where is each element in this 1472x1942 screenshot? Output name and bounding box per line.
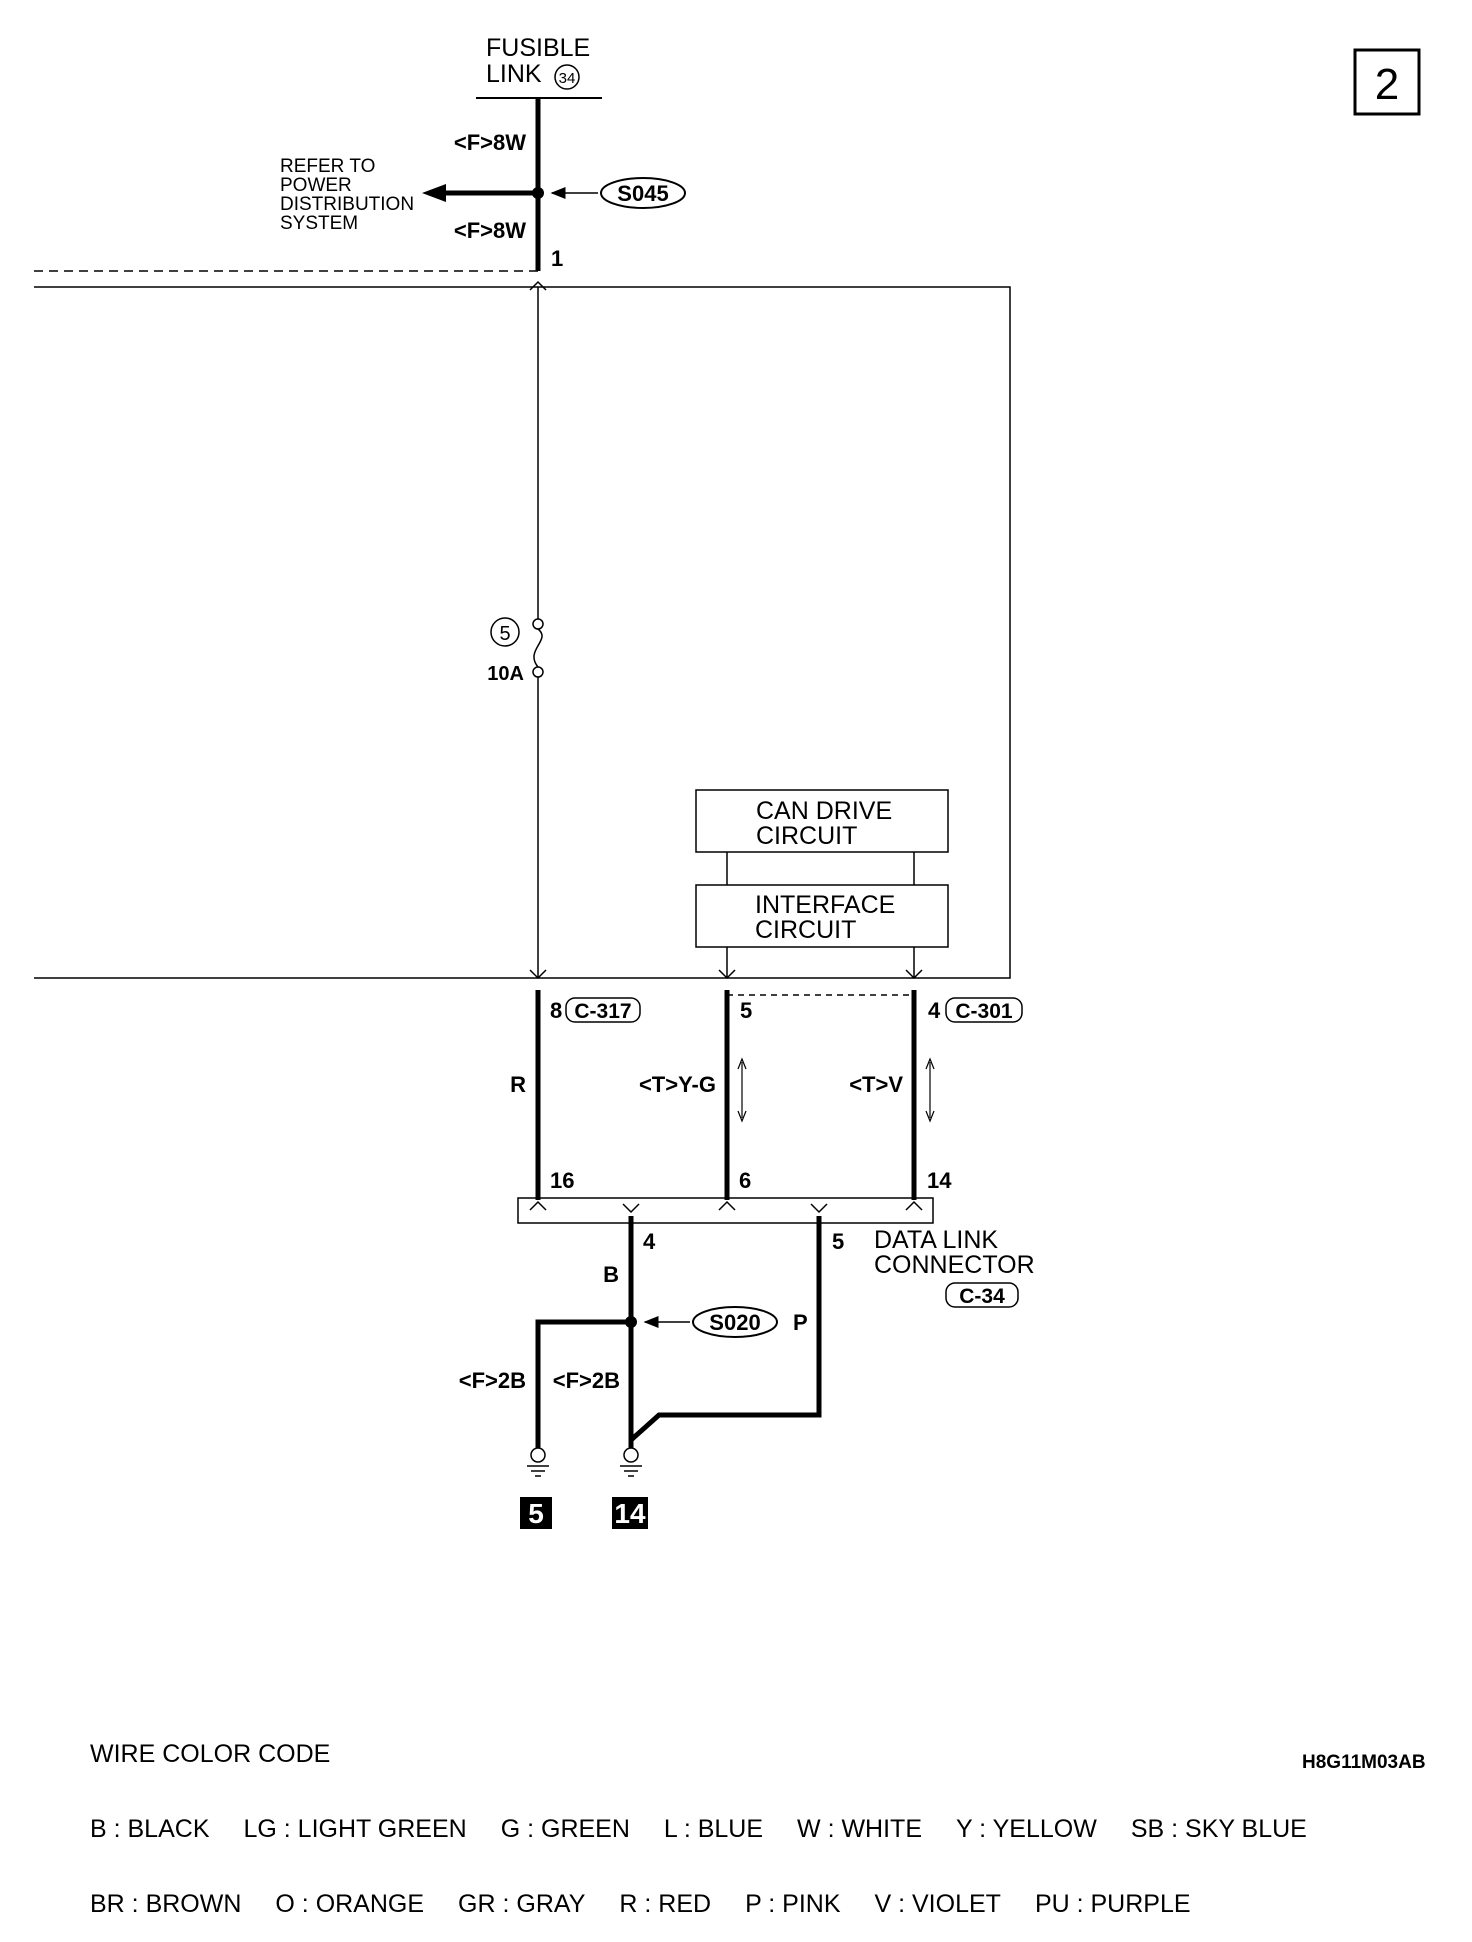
splice-tag-s020 (692, 1306, 778, 1338)
legend-item: LG : LIGHT GREEN (243, 1815, 467, 1843)
terminal-1: 1 (551, 246, 563, 271)
page-number: 2 (1375, 60, 1399, 109)
fuse-number-circle (490, 617, 520, 647)
fuse-terminal-top (532, 618, 544, 630)
legend-item: L : BLUE (663, 1815, 764, 1843)
bidirectional-arrow-v (925, 1057, 935, 1123)
legend-item: PU : PURPLE (1034, 1890, 1191, 1918)
wire-label-2b-right: <F>2B (553, 1368, 620, 1393)
legend-item: SB : SKY BLUE (1130, 1815, 1307, 1843)
pin-4-arrow (905, 969, 923, 980)
connector-tag-c34 (945, 1282, 1019, 1308)
terminal-6: 6 (739, 1168, 751, 1193)
branch-arrow-head (422, 184, 446, 202)
pin-5-arrow (718, 969, 736, 980)
wire-ground-left (535, 1319, 631, 1448)
ground-symbol-left (527, 1447, 549, 1477)
legend-row-2: BR : BROWN O : ORANGE GR : GRAY R : RED … (90, 1892, 1341, 1917)
ground-point-left: 5 (528, 1498, 544, 1529)
interface-circuit-box (695, 884, 949, 948)
fuse-rating: 10A (487, 663, 524, 685)
pin-8-arrow (529, 969, 547, 980)
fusible-link-label-2: LINK (486, 60, 542, 88)
wire-label-8w-upper: <F>8W (454, 130, 526, 155)
dlc-terminal-5: 5 (832, 1229, 844, 1254)
legend-item: B : BLACK (90, 1815, 210, 1843)
fuse-element (533, 628, 543, 668)
fusible-link-label: FUSIBLE (486, 34, 590, 62)
interface-label-2: CIRCUIT (755, 916, 856, 944)
fusible-link-number: 34 (559, 70, 576, 87)
connector-c301: C-301 (955, 1000, 1013, 1023)
wire-label-2b-left: <F>2B (459, 1368, 526, 1393)
dlc-terminal-4: 4 (643, 1229, 656, 1254)
fuse-terminal-bottom (532, 666, 544, 678)
legend-item: W : WHITE (797, 1815, 923, 1843)
terminal-16: 16 (550, 1168, 574, 1193)
dlc-pin-16 (529, 1200, 547, 1211)
dlc-label-1: DATA LINK (874, 1226, 998, 1254)
legend-item: G : GREEN (500, 1815, 630, 1843)
wire-label-y-g: <T>Y-G (639, 1072, 716, 1097)
pin-1-receptacle (529, 280, 547, 291)
terminal-5-top: 5 (740, 998, 752, 1023)
legend-item: R : RED (619, 1890, 712, 1918)
bidirectional-arrow-y-g (737, 1057, 747, 1123)
wire-p (629, 1216, 822, 1442)
refer-to-line1: REFER TO (280, 156, 375, 177)
legend-item: BR : BROWN (90, 1890, 242, 1918)
wire-label-v: <T>V (849, 1072, 903, 1097)
ground-symbol-right (620, 1447, 642, 1477)
dlc-pin-4 (622, 1203, 640, 1214)
legend-row-1: B : BLACK LG : LIGHT GREEN G : GREEN L :… (90, 1817, 1341, 1842)
page-number-box (1353, 48, 1421, 116)
legend-item: GR : GRAY (458, 1890, 586, 1918)
connector-tag-c317 (565, 997, 641, 1023)
wire-label-b: B (603, 1262, 619, 1287)
fuse-number: 5 (499, 623, 510, 645)
interface-label-1: INTERFACE (755, 891, 895, 919)
splice-label-s045: S045 (617, 181, 668, 206)
wire-label-r: R (510, 1072, 526, 1097)
legend-item: P : PINK (745, 1890, 841, 1918)
connector-c34: C-34 (959, 1285, 1005, 1308)
can-drive-label-1: CAN DRIVE (756, 797, 892, 825)
dlc-pin-5 (810, 1203, 828, 1214)
terminal-4-top: 4 (928, 998, 941, 1023)
ground-point-right: 14 (614, 1498, 646, 1529)
dlc-pin-14 (905, 1200, 923, 1211)
legend-item: V : VIOLET (874, 1890, 1001, 1918)
can-drive-label-2: CIRCUIT (756, 822, 857, 850)
refer-to-line3: DISTRIBUTION (280, 194, 414, 215)
legend-item: O : ORANGE (275, 1890, 425, 1918)
wire-label-p: P (793, 1310, 808, 1335)
refer-to-line2: POWER (280, 175, 352, 196)
refer-to-line4: SYSTEM (280, 213, 358, 234)
dlc-pin-6 (718, 1200, 736, 1211)
wire-label-8w-lower: <F>8W (454, 218, 526, 243)
terminal-14: 14 (927, 1168, 952, 1193)
terminal-8: 8 (550, 998, 562, 1023)
legend-title: WIRE COLOR CODE (90, 1740, 331, 1768)
splice-tag-s045 (600, 177, 686, 209)
connector-tag-c301 (945, 997, 1023, 1023)
figure-id: H8G11M03AB (1302, 1752, 1426, 1773)
data-link-connector-body (517, 1197, 934, 1224)
can-drive-circuit-box (695, 789, 949, 853)
wire-color-code-legend: WIRE COLOR CODE B : BLACK LG : LIGHT GRE… (90, 1692, 1341, 1942)
legend-item: Y : YELLOW (956, 1815, 1097, 1843)
connector-c317: C-317 (574, 1000, 631, 1023)
ground-point-right-box (612, 1497, 648, 1529)
wiring-diagram: 2 FUSIBLE LINK 34 <F>8W <F>8W REFER TO P… (34, 34, 1421, 1529)
ground-point-left-box (520, 1497, 552, 1529)
fusible-link-number-circle (554, 64, 580, 90)
dlc-label-2: CONNECTOR (874, 1251, 1035, 1279)
unit-outline (34, 286, 1011, 979)
splice-label-s020: S020 (709, 1310, 760, 1335)
